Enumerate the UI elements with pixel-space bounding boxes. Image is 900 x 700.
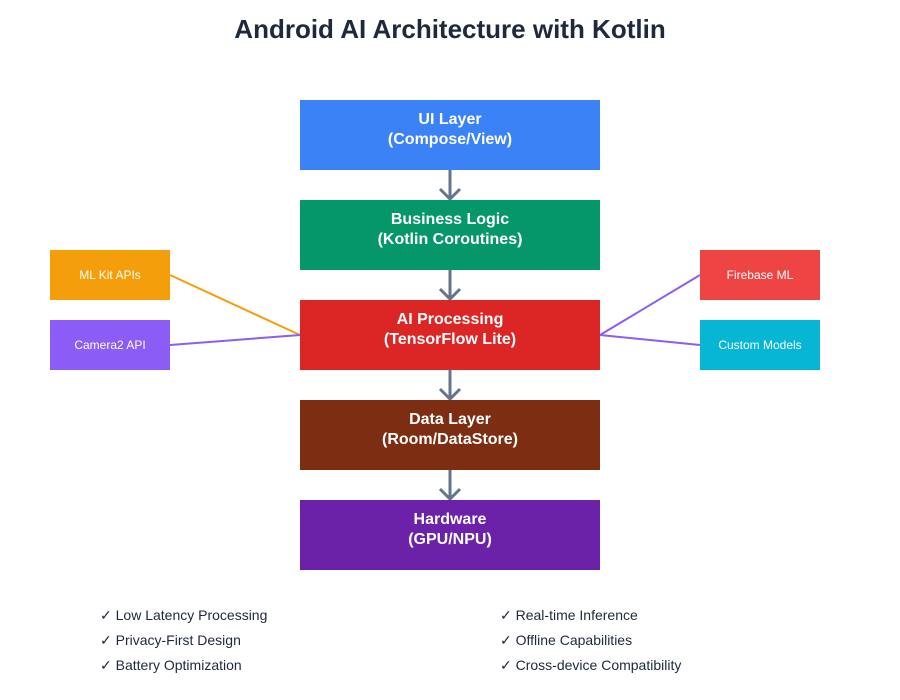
feature-item: ✓ Battery Optimization	[100, 653, 267, 678]
check-icon: ✓	[500, 657, 512, 673]
layer-ui: UI Layer (Compose/View)	[300, 100, 600, 170]
layer-ai-processing-detail: (TensorFlow Lite)	[383, 331, 517, 348]
check-icon: ✓	[500, 632, 512, 648]
arrow-business-to-ai	[438, 270, 462, 302]
feature-item: ✓ Cross-device Compatibility	[500, 653, 681, 678]
connector-mlkit	[169, 274, 301, 336]
features-left: ✓ Low Latency Processing ✓ Privacy-First…	[100, 603, 267, 678]
feature-label: Low Latency Processing	[115, 607, 268, 623]
layer-business-logic: Business Logic (Kotlin Coroutines)	[300, 200, 600, 270]
component-firebase-ml: Firebase ML	[700, 250, 820, 300]
connector-camera2	[169, 334, 301, 346]
layer-ui-name: UI Layer	[418, 111, 482, 128]
feature-label: Privacy-First Design	[115, 632, 241, 648]
check-icon: ✓	[100, 607, 112, 623]
diagram-title: Android AI Architecture with Kotlin	[234, 14, 666, 44]
arrow-ui-to-business	[438, 170, 462, 202]
layer-ai-processing: AI Processing (TensorFlow Lite)	[300, 300, 600, 370]
layer-data-detail: (Room/DataStore)	[381, 431, 518, 448]
connector-firebase	[599, 274, 701, 336]
component-camera2: Camera2 API	[50, 320, 170, 370]
arrow-ai-to-data	[438, 370, 462, 402]
arrow-data-to-hardware	[438, 470, 462, 502]
layer-hardware-detail: (GPU/NPU)	[408, 531, 492, 548]
layer-ui-detail: (Compose/View)	[387, 131, 513, 148]
layer-data-name: Data Layer	[409, 411, 491, 428]
feature-label: Battery Optimization	[115, 657, 242, 673]
feature-label: Real-time Inference	[515, 607, 638, 623]
layer-business-logic-detail: (Kotlin Coroutines)	[377, 231, 523, 248]
feature-item: ✓ Low Latency Processing	[100, 603, 267, 628]
feature-item: ✓ Offline Capabilities	[500, 628, 681, 653]
feature-label: Cross-device Compatibility	[515, 657, 682, 673]
features-right: ✓ Real-time Inference ✓ Offline Capabili…	[500, 603, 681, 678]
component-mlkit: ML Kit APIs	[50, 250, 170, 300]
component-custom-models: Custom Models	[700, 320, 820, 370]
layer-ai-processing-name: AI Processing	[396, 311, 504, 328]
feature-item: ✓ Real-time Inference	[500, 603, 681, 628]
layer-data: Data Layer (Room/DataStore)	[300, 400, 600, 470]
layer-hardware: Hardware (GPU/NPU)	[300, 500, 600, 570]
check-icon: ✓	[500, 607, 512, 623]
feature-item: ✓ Privacy-First Design	[100, 628, 267, 653]
layer-hardware-name: Hardware	[413, 511, 487, 528]
layer-arrows	[438, 170, 462, 502]
connector-custom-models	[599, 334, 701, 346]
layer-business-logic-name: Business Logic	[390, 211, 510, 228]
check-icon: ✓	[100, 632, 112, 648]
feature-label: Offline Capabilities	[515, 632, 633, 648]
check-icon: ✓	[100, 657, 112, 673]
